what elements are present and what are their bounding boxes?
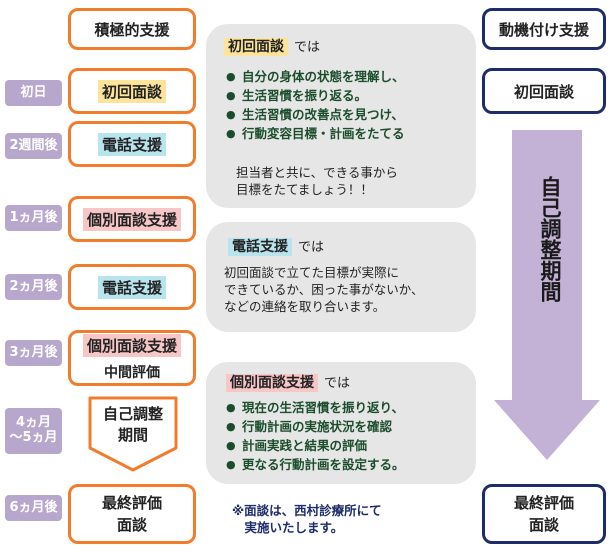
list-item: 生活習慣を振り返る。 [226,86,405,105]
right-initial-interview: 初回面談 [482,68,606,114]
left-header-box: 積極的支援 [68,8,196,50]
timeline-label-day1: 初日 [5,80,62,106]
step-phone-support-2: 電話支援 [68,264,196,310]
list-item: 現在の生活習慣を振り返り、 [226,398,405,417]
right-final-evaluation: 最終評価 面談 [482,484,606,544]
step-phone-support-1: 電話支援 [68,121,196,167]
step-final-evaluation-left: 最終評価 面談 [68,484,196,544]
self-adjustment-period-arrow [494,130,600,460]
panel-phone-text: 初回面談で立てた目標が実際に できているか、困った事がないか、 などの連絡を取り… [224,265,424,314]
step-individual-interview-2: 個別面談支援 中間評価 [68,330,196,386]
left-header-text: 積極的支援 [94,20,170,39]
self-adjustment-label: 自己調整 期間 [102,405,163,444]
timeline-label-6months: 6ヵ月後 [5,495,62,521]
panel-initial-text: 担当者と共に、できる事から 目標をたてましょう！！ [236,165,398,197]
self-adjustment-period-text: 自己調整期間 [538,176,562,302]
timeline-label-1month: 1ヵ月後 [5,205,62,231]
list-item: 行動変容目標・計画をたてる [226,124,405,143]
timeline-label-4-5months: 4ヵ月 ～5ヵ月 [5,408,62,454]
step-initial-interview: 初回面談 [68,68,196,114]
right-header-box: 動機付け支援 [482,8,606,50]
right-header-text: 動機付け支援 [498,20,589,39]
list-item: 計画実践と結果の評価 [226,436,405,455]
timeline-label-3months: 3ヵ月後 [5,340,62,366]
panel-individual-bullets: 現在の生活習慣を振り返り、 行動計画の実施状況を確認 計画実践と結果の評価 更な… [226,398,405,474]
step-individual-interview-1: 個別面談支援 [68,196,196,242]
list-item: 生活習慣の改善点を見つけ、 [226,105,405,124]
list-item: 行動計画の実施状況を確認 [226,417,405,436]
location-note: ※面談は、西村診療所にて 実施いたします。 [232,503,382,535]
timeline-label-2weeks: 2週間後 [5,133,62,159]
panel-individual-title: 個別面談支援では [226,372,350,392]
panel-initial-bullets: 自分の身体の状態を理解し、 生活習慣を振り返る。 生活習慣の改善点を見つけ、 行… [226,67,405,143]
panel-phone-title: 電話支援では [228,236,324,256]
timeline-label-2months: 2ヵ月後 [5,274,62,300]
panel-phone-support: 電話支援では 初回面談で立てた目標が実際に できているか、困った事がないか、 な… [206,222,476,332]
self-adjustment-arrow-box [88,396,178,472]
panel-initial-title: 初回面談では [224,36,320,56]
list-item: 自分の身体の状態を理解し、 [226,67,405,86]
list-item: 更なる行動計画を設定する。 [226,455,405,474]
